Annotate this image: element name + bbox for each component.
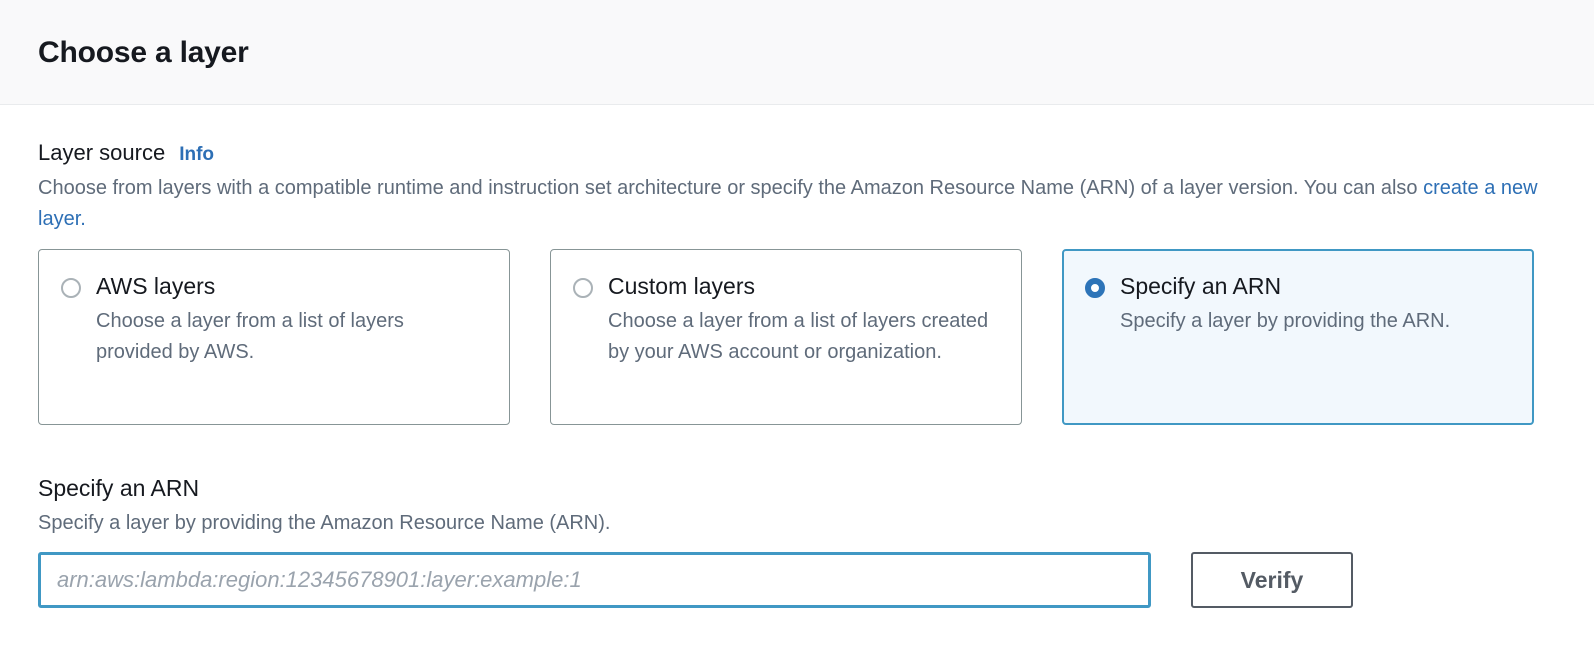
create-a-new-layer-link[interactable]: create a new layer.	[38, 176, 1538, 230]
page-title: Choose a layer	[38, 35, 249, 69]
radio-icon-selected[interactable]	[1085, 277, 1105, 298]
radio-icon[interactable]	[61, 277, 81, 298]
arn-section-heading: Specify an ARN	[38, 474, 200, 501]
modal-header: Choose a layer	[0, 0, 1594, 105]
layer-source-description-text: Choose from layers with a compatible run…	[38, 176, 1424, 199]
arn-section-subtext: Specify a layer by providing the Amazon …	[38, 512, 611, 535]
radio-card-text: AWS layers Choose a layer from a list of…	[96, 272, 486, 369]
radio-card-title: AWS layers	[96, 272, 216, 299]
arn-input[interactable]	[38, 552, 1151, 609]
radio-card-text: Custom layers Choose a layer from a list…	[608, 272, 998, 369]
radio-card-description: Choose a layer from a list of layers cre…	[608, 310, 989, 364]
radio-card-description: Choose a layer from a list of layers pro…	[96, 310, 404, 364]
radio-card-title: Specify an ARN	[1120, 272, 1282, 299]
radio-card-title: Custom layers	[608, 272, 755, 299]
layer-source-description: Choose from layers with a compatible run…	[38, 173, 1538, 235]
radio-card-text: Specify an ARN Specify a layer by provid…	[1120, 272, 1450, 338]
radio-card-aws-layers[interactable]: AWS layers Choose a layer from a list of…	[38, 248, 510, 425]
modal-body: Layer source Info Choose from layers wit…	[0, 105, 1594, 666]
radio-card-description: Specify a layer by providing the ARN.	[1120, 310, 1451, 333]
radio-card-custom-layers[interactable]: Custom layers Choose a layer from a list…	[550, 248, 1022, 425]
specify-an-arn-section: Specify an ARN Specify a layer by provid…	[38, 475, 1556, 609]
layer-source-radio-group: AWS layers Choose a layer from a list of…	[38, 248, 1556, 425]
arn-input-row: Verify	[38, 552, 1556, 609]
layer-source-label-row: Layer source Info	[38, 139, 1556, 167]
verify-button[interactable]: Verify	[1191, 552, 1353, 609]
radio-card-specify-an-arn[interactable]: Specify an ARN Specify a layer by provid…	[1062, 248, 1534, 425]
info-link[interactable]: Info	[179, 144, 215, 165]
radio-icon[interactable]	[573, 277, 593, 298]
layer-source-label: Layer source	[38, 140, 166, 165]
